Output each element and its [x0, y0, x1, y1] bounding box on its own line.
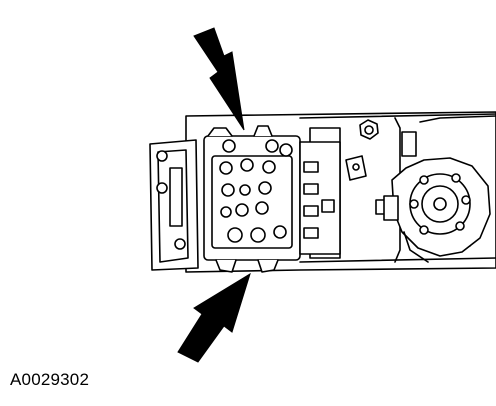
figure-id-label: A0029302	[10, 370, 90, 389]
small-sensor-connector	[345, 155, 367, 181]
lower-locking-tab	[215, 259, 279, 273]
lower-callout-arrow	[177, 272, 251, 363]
upper-locking-tab	[207, 125, 273, 137]
mounting-bolt	[359, 119, 379, 140]
terminal-block	[299, 141, 341, 255]
electrical-connector	[203, 135, 301, 261]
upper-callout-arrow	[193, 27, 245, 131]
left-mounting-bracket	[149, 139, 199, 271]
round-actuator	[383, 157, 491, 263]
